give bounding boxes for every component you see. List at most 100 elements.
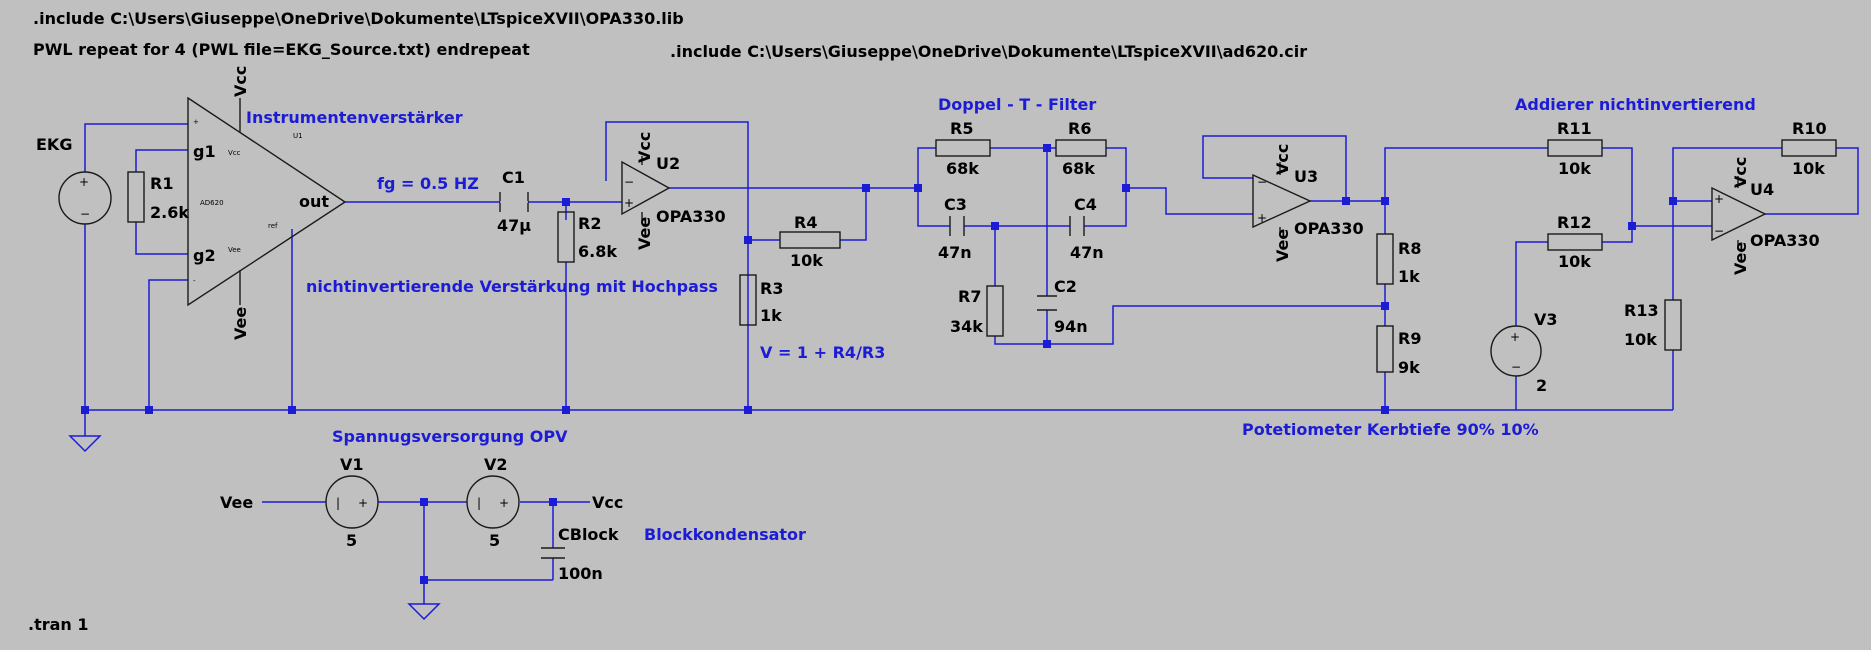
voltage-source-v2[interactable]: | + — [466, 475, 520, 529]
resistor-r3[interactable] — [739, 274, 757, 326]
directive-tran[interactable]: .tran 1 — [28, 615, 89, 634]
resistor-r1[interactable] — [127, 171, 145, 223]
comment-instrumentenverstaerker[interactable]: Instrumentenverstärker — [246, 108, 463, 127]
r11-value: 10k — [1558, 159, 1591, 178]
r5-name: R5 — [950, 119, 973, 138]
v3-value: 2 — [1536, 376, 1547, 395]
resistor-r9[interactable] — [1376, 325, 1394, 373]
r6-name: R6 — [1068, 119, 1091, 138]
u3-part: OPA330 — [1294, 219, 1364, 238]
u1-vcc-net: Vcc — [231, 66, 250, 97]
comment-potentiometer[interactable]: Potetiometer Kerbtiefe 90% 10% — [1242, 420, 1539, 439]
capacitor-c1[interactable] — [499, 192, 529, 212]
capacitor-c4[interactable] — [1069, 216, 1085, 236]
comment-fg[interactable]: fg = 0.5 HZ — [377, 174, 479, 193]
c1-name: C1 — [502, 168, 525, 187]
c4-value: 47n — [1070, 243, 1104, 262]
capacitor-c3[interactable] — [949, 216, 965, 236]
u4-name: U4 — [1750, 180, 1774, 199]
directive-include-opa330[interactable]: .include C:\Users\Giuseppe\OneDrive\Doku… — [33, 9, 684, 28]
capacitor-c2[interactable] — [1037, 295, 1057, 311]
c1-value: 47µ — [497, 216, 531, 235]
resistor-r11[interactable] — [1547, 139, 1603, 157]
directive-pwl[interactable]: PWL repeat for 4 (PWL file=EKG_Source.tx… — [33, 40, 530, 59]
inamp-u1[interactable] — [187, 96, 347, 307]
resistor-r6[interactable] — [1055, 139, 1107, 157]
r2-name: R2 — [578, 214, 601, 233]
ground-symbol-main — [68, 435, 102, 453]
r4-name: R4 — [794, 213, 817, 232]
directive-include-ad620[interactable]: .include C:\Users\Giuseppe\OneDrive\Doku… — [670, 42, 1307, 61]
vee-net-label: Vee — [220, 493, 253, 512]
comment-blockkondensator[interactable]: Blockkondensator — [644, 525, 806, 544]
resistor-r12[interactable] — [1547, 233, 1603, 251]
ekg-source-label: EKG — [36, 135, 72, 154]
u1-minus-pin: - — [193, 277, 196, 285]
u3-vee-net: Vee — [1273, 229, 1292, 262]
r10-value: 10k — [1792, 159, 1825, 178]
u2-vee-net: Vee — [635, 217, 654, 250]
resistor-r2[interactable] — [557, 211, 575, 263]
u2-name: U2 — [656, 154, 680, 173]
c3-value: 47n — [938, 243, 972, 262]
u2-part: OPA330 — [656, 207, 726, 226]
resistor-r13[interactable] — [1664, 299, 1682, 351]
resistor-r8[interactable] — [1376, 233, 1394, 285]
r12-value: 10k — [1558, 252, 1591, 271]
junction-dots — [81, 144, 1677, 584]
u3-plus-pin: + — [1257, 211, 1267, 225]
r13-name: R13 — [1624, 301, 1659, 320]
r7-value: 34k — [950, 317, 983, 336]
r1-value: 2.6k — [150, 203, 189, 222]
r8-name: R8 — [1398, 239, 1421, 258]
svg-text:+: + — [358, 496, 368, 510]
voltage-source-v1[interactable]: | + — [325, 475, 379, 529]
u2-vcc-net: Vcc — [635, 132, 654, 163]
u4-plus-pin: + — [1714, 192, 1724, 206]
u3-name: U3 — [1294, 167, 1318, 186]
r13-value: 10k — [1624, 330, 1657, 349]
u1-pin-g1: g1 — [193, 142, 216, 161]
comment-nichtinvertierend[interactable]: nichtinvertierende Verstärkung mit Hochp… — [306, 277, 718, 296]
resistor-r10[interactable] — [1781, 139, 1837, 157]
r10-name: R10 — [1792, 119, 1827, 138]
u3-vcc-net: Vcc — [1273, 144, 1292, 175]
ekg-source[interactable]: + − — [58, 171, 112, 225]
r9-name: R9 — [1398, 329, 1421, 348]
comment-doppel-t[interactable]: Doppel - T - Filter — [938, 95, 1096, 114]
svg-text:|: | — [477, 496, 481, 510]
r7-name: R7 — [958, 287, 981, 306]
r1-name: R1 — [150, 174, 173, 193]
r12-name: R12 — [1557, 213, 1592, 232]
resistor-r4[interactable] — [779, 231, 841, 249]
v1-name: V1 — [340, 455, 364, 474]
u2-minus-pin: − — [624, 175, 634, 189]
voltage-source-v3[interactable]: + − — [1490, 325, 1542, 377]
v2-name: V2 — [484, 455, 508, 474]
r4-value: 10k — [790, 251, 823, 270]
r9-value: 9k — [1398, 358, 1420, 377]
u1-pin-vcc: Vcc — [228, 149, 241, 157]
c4-name: C4 — [1074, 195, 1097, 214]
comment-gain[interactable]: V = 1 + R4/R3 — [760, 343, 885, 362]
c2-value: 94n — [1054, 317, 1088, 336]
capacitor-cblock[interactable] — [541, 547, 565, 559]
c2-name: C2 — [1054, 277, 1077, 296]
opamp-u2[interactable] — [621, 156, 671, 222]
comment-spannungsversorgung[interactable]: Spannugsversorgung OPV — [332, 427, 568, 446]
u1-plus-pin: + — [193, 118, 199, 126]
v1-value: 5 — [346, 531, 357, 550]
wires — [84, 121, 1859, 604]
cblock-name: CBlock — [558, 525, 619, 544]
opamp-u3[interactable] — [1252, 162, 1312, 236]
r3-name: R3 — [760, 279, 783, 298]
resistor-r7[interactable] — [986, 285, 1004, 337]
resistor-r5[interactable] — [935, 139, 991, 157]
u1-name: U1 — [293, 132, 303, 140]
vcc-net-label: Vcc — [592, 493, 623, 512]
v2-value: 5 — [489, 531, 500, 550]
comment-addierer[interactable]: Addierer nichtinvertierend — [1515, 95, 1756, 114]
opamp-u4[interactable] — [1711, 176, 1767, 250]
u4-part: OPA330 — [1750, 231, 1820, 250]
